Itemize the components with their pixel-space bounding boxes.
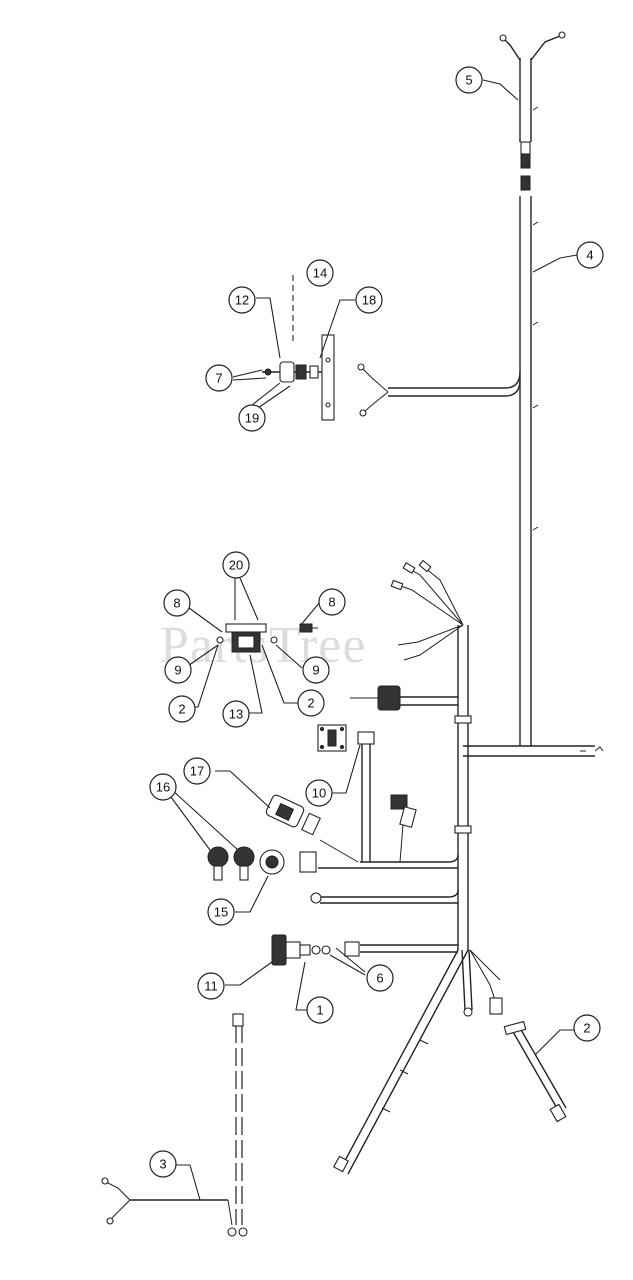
callout-8-right: 8 (318, 588, 346, 616)
relay-part-10 (317, 724, 347, 752)
callout-12: 12 (228, 286, 256, 314)
harness-part-2-lower-right (503, 1020, 567, 1123)
switch-part-11 (271, 934, 331, 966)
svg-text:16: 16 (156, 780, 170, 795)
svg-text:2: 2 (583, 1021, 590, 1036)
svg-text:1: 1 (316, 1003, 323, 1018)
main-harness-trunk (357, 31, 604, 757)
svg-text:2: 2 (178, 702, 185, 717)
callout-16: 16 (149, 773, 177, 801)
svg-text:8: 8 (173, 596, 180, 611)
callout-7: 7 (205, 364, 233, 392)
svg-text:11: 11 (204, 979, 218, 994)
svg-text:7: 7 (215, 371, 222, 386)
leader-lines (167, 79, 578, 1201)
callout-1: 1 (306, 996, 334, 1024)
callout-20: 20 (222, 551, 250, 579)
callout-2-left: 2 (168, 695, 196, 723)
svg-text:3: 3 (159, 1157, 166, 1172)
callout-2-right: 2 (573, 1014, 601, 1042)
callout-3: 3 (149, 1150, 177, 1178)
svg-text:4: 4 (586, 248, 593, 263)
connector-part-17 (265, 794, 321, 836)
callout-19: 19 (238, 404, 266, 432)
harness-part-3 (101, 1013, 248, 1237)
callout-15: 15 (207, 898, 235, 926)
callout-10: 10 (305, 779, 333, 807)
svg-text:19: 19 (245, 411, 259, 426)
callout-18: 18 (355, 286, 383, 314)
callout-9-left: 9 (164, 656, 192, 684)
callout-13: 13 (222, 700, 250, 728)
bracket-assembly (262, 334, 335, 421)
ignition-switch-part-15 (259, 849, 285, 875)
svg-text:20: 20 (229, 558, 243, 573)
svg-text:6: 6 (376, 971, 383, 986)
switch-assembly (216, 623, 318, 653)
svg-text:14: 14 (313, 266, 327, 281)
svg-text:5: 5 (465, 73, 472, 88)
svg-text:9: 9 (174, 663, 181, 678)
svg-text:15: 15 (214, 905, 228, 920)
svg-text:10: 10 (312, 786, 326, 801)
callout-8-left: 8 (163, 589, 191, 617)
central-harness-spine (299, 559, 503, 1175)
callout-2-mid: 2 (297, 689, 325, 717)
svg-text:17: 17 (190, 764, 204, 779)
callout-17: 17 (183, 757, 211, 785)
keys-part-16 (207, 846, 255, 881)
svg-text:18: 18 (362, 293, 376, 308)
svg-text:13: 13 (229, 707, 243, 722)
callout-11: 11 (197, 972, 225, 1000)
callout-4: 4 (576, 241, 604, 269)
svg-text:9: 9 (312, 663, 319, 678)
svg-text:12: 12 (235, 293, 249, 308)
callout-5: 5 (455, 66, 483, 94)
callout-6: 6 (366, 964, 394, 992)
callout-9-right: 9 (302, 656, 330, 684)
svg-text:2: 2 (307, 696, 314, 711)
callout-14: 14 (306, 259, 334, 287)
svg-text:8: 8 (328, 595, 335, 610)
